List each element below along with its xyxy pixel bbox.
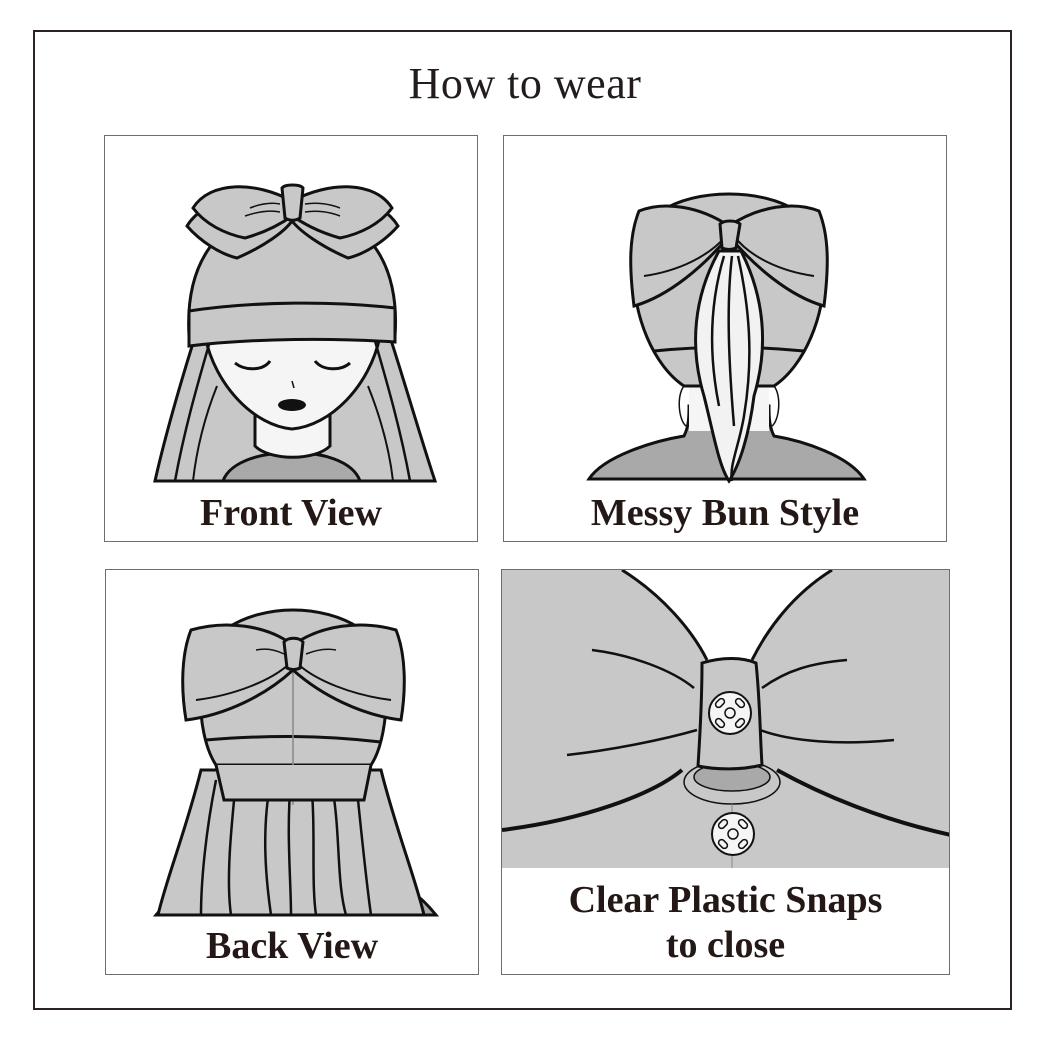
- back-view-illustration: [152, 608, 440, 917]
- caption-back-view: Back View: [205, 925, 379, 967]
- messy-bun-illustration: [586, 192, 867, 484]
- panel-messy-bun-style: Messy Bun Style: [503, 135, 947, 542]
- caption-front-view: Front View: [200, 492, 382, 534]
- caption-line-1: Clear Plastic Snaps: [568, 879, 883, 921]
- caption-messy-bun-style: Messy Bun Style: [590, 492, 860, 534]
- outer-frame: [33, 30, 1012, 1010]
- snap-icon-top: [708, 691, 752, 735]
- snap-icon-bottom: [711, 812, 755, 856]
- panel-clear-plastic-snaps: Clear Plastic Snaps to close: [501, 569, 950, 975]
- caption-clear-plastic-snaps: Clear Plastic Snaps to close: [502, 878, 949, 968]
- page-title: How to wear: [408, 59, 642, 108]
- panel-front-view: Front View: [104, 135, 478, 542]
- caption-line-2: to close: [665, 924, 786, 966]
- snaps-closeup-illustration: [502, 570, 949, 868]
- front-view-illustration: [153, 183, 438, 483]
- panel-back-view: Back View: [105, 569, 479, 975]
